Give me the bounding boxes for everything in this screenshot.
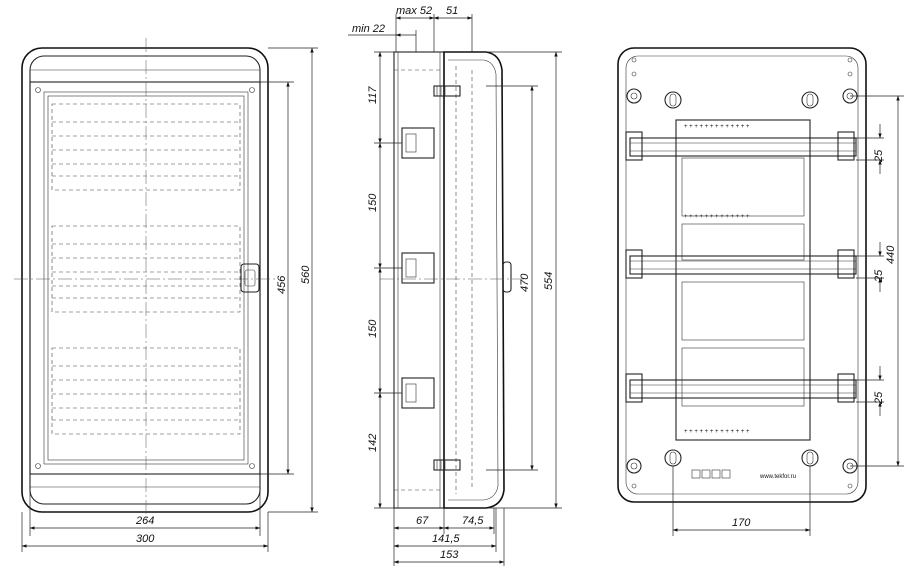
- side-view: max 52 51 min 22 117 150 150 142 47: [348, 5, 562, 566]
- front-view: 264 300 456 560: [14, 38, 318, 552]
- front-screws: [35, 87, 255, 469]
- side-height-total-label: 554: [543, 272, 555, 290]
- side-din-rails: [401, 127, 435, 409]
- rear-website-label: www.tekfor.ru: [759, 474, 796, 480]
- rear-right-dimensions: [850, 95, 904, 467]
- svg-text:+ + + + + + + + + + + + +: + + + + + + + + + + + + +: [684, 429, 750, 435]
- side-hinges: [433, 85, 461, 471]
- front-width-inner-label: 264: [135, 515, 154, 527]
- side-door: [443, 51, 505, 509]
- side-latch: [502, 261, 512, 293]
- side-depth-min-label: min 22: [352, 23, 385, 35]
- side-offset-top-label: 117: [367, 86, 379, 104]
- front-width-total-label: 300: [136, 533, 155, 545]
- side-depth-base-label: 67: [416, 515, 429, 527]
- rear-mount-pitch-vertical-label: 440: [885, 245, 897, 264]
- side-depth-top-label: 51: [446, 5, 458, 17]
- side-pitch-1-label: 150: [367, 193, 379, 212]
- side-right-dimensions: [486, 51, 562, 509]
- svg-text:+ + + + + + + + + + + + +: + + + + + + + + + + + + +: [684, 214, 750, 220]
- side-depth-body-label: 141,5: [432, 533, 460, 545]
- front-enclosure-outline: [21, 47, 269, 513]
- front-door: [29, 81, 261, 475]
- side-depth-door-label: 74,5: [462, 515, 484, 527]
- side-pitch-2-label: 150: [367, 319, 379, 338]
- rear-rail-height-1-label: 25: [873, 149, 885, 163]
- rear-rail-height-3-label: 25: [873, 391, 885, 405]
- side-left-dimensions: [374, 51, 402, 509]
- side-bottom-dimensions: [393, 508, 505, 566]
- front-dimensions: [21, 47, 318, 552]
- side-height-inner-label: 470: [519, 273, 531, 292]
- rear-din-rails: [629, 137, 857, 399]
- rear-mounting-holes: [626, 57, 858, 489]
- rear-inner-frame: [675, 119, 811, 441]
- rear-enclosure-outline: [617, 47, 867, 503]
- rear-symbol-icons: [691, 469, 731, 479]
- rear-rail-brackets: [625, 131, 855, 403]
- rear-mount-pitch-horizontal-label: 170: [732, 517, 751, 529]
- front-height-inner-label: 456: [276, 275, 288, 294]
- side-offset-bottom-label: 142: [367, 434, 379, 452]
- side-top-dimensions: [348, 14, 473, 52]
- door-latch: [240, 263, 260, 293]
- svg-text:+ + + + + + + + + + + + +: + + + + + + + + + + + + +: [684, 124, 750, 130]
- rear-mount-marks: + + + + + + + + + + + + + + + + + + + + …: [684, 124, 750, 435]
- rear-view: + + + + + + + + + + + + + + + + + + + + …: [617, 47, 904, 536]
- side-depth-max-label: max 52: [396, 5, 432, 17]
- front-enclosure-inner-edge: [29, 55, 261, 505]
- rear-bottom-dimensions: [672, 466, 811, 536]
- side-depth-total-label: 153: [440, 549, 459, 561]
- front-height-total-label: 560: [300, 265, 312, 284]
- rear-rail-height-2-label: 25: [873, 269, 885, 283]
